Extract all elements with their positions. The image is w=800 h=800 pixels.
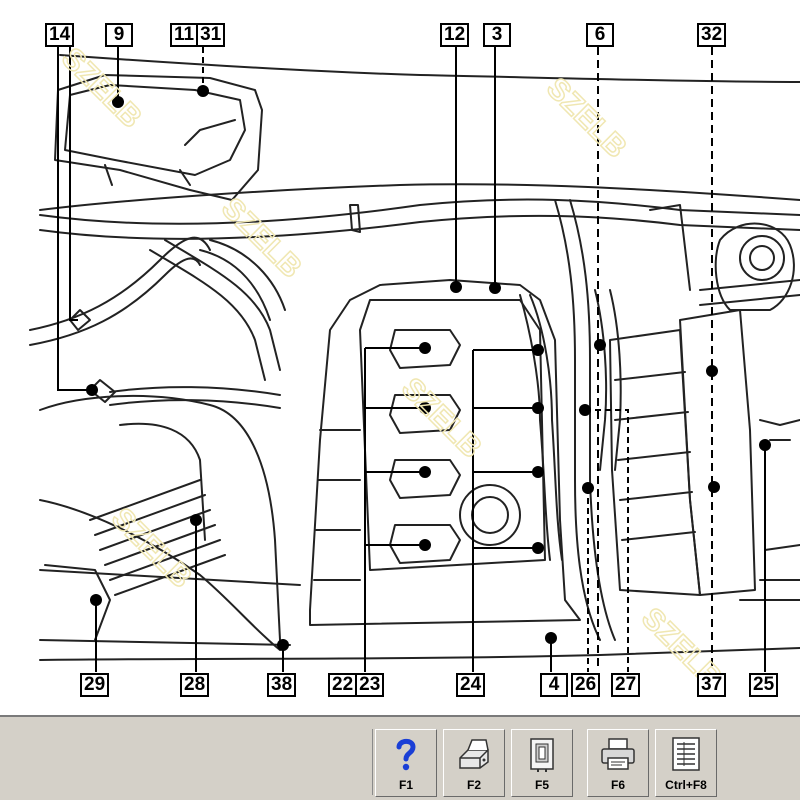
f6-label: F6 — [610, 778, 625, 792]
callout-26: 26 — [571, 673, 601, 697]
callout-number: 29 — [84, 674, 106, 695]
f6-print-button[interactable]: F6 — [587, 729, 649, 797]
callout-25: 25 — [749, 673, 779, 697]
watermark-text: SZELB — [105, 502, 198, 595]
component-icon — [530, 738, 554, 772]
callout-number: 3 — [491, 24, 503, 45]
help-icon — [396, 738, 416, 771]
callout-29: 29 — [80, 673, 110, 697]
list-icon — [672, 737, 700, 771]
toolbar-separator — [372, 729, 373, 795]
callout-number: 27 — [615, 674, 637, 695]
ctrl-f8-list-button[interactable]: Ctrl+F8 — [655, 729, 717, 797]
callout-38: 38 — [267, 673, 297, 697]
callout-number: 9 — [113, 24, 125, 45]
callout-37: 37 — [697, 673, 727, 697]
printer-icon — [601, 738, 635, 770]
callout-24: 24 — [456, 673, 486, 697]
callout-number: 26 — [575, 674, 597, 695]
callout-3: 3 — [483, 23, 511, 47]
callout-number: 32 — [701, 24, 723, 45]
callout-28: 28 — [180, 673, 210, 697]
engine-drawing — [29, 54, 800, 661]
function-key-toolbar: F1 F2 F5 F6 — [0, 715, 800, 800]
engine-bay-diagram: SZELB SZELB SZELB SZELB SZELB SZELB 14 9… — [29, 23, 800, 697]
callout-number: 24 — [460, 674, 482, 695]
callout-number: 38 — [271, 674, 293, 695]
leader-lines — [57, 47, 771, 672]
callout-12: 12 — [440, 23, 470, 47]
callout-32: 32 — [697, 23, 727, 47]
ctrl-f8-label: Ctrl+F8 — [665, 778, 707, 792]
watermark: SZELB SZELB SZELB SZELB SZELB SZELB — [54, 41, 728, 695]
watermark-text: SZELB — [55, 42, 148, 135]
callout-number: 37 — [701, 674, 723, 695]
callout-number: 22 — [332, 674, 354, 695]
watermark-text: SZELB — [395, 372, 488, 465]
callout-number: 23 — [355, 674, 382, 695]
f2-print-setup-button[interactable]: F2 — [443, 729, 505, 797]
f5-label: F5 — [534, 778, 549, 792]
print-setup-icon — [459, 739, 489, 769]
watermark-text: SZELB — [215, 192, 308, 285]
callout-14: 14 — [45, 23, 75, 47]
callout-6: 6 — [586, 23, 614, 47]
f5-component-button[interactable]: F5 — [511, 729, 573, 797]
callout-number: 11 — [174, 24, 195, 45]
callout-number: 6 — [594, 24, 606, 45]
callout-9: 9 — [105, 23, 133, 47]
callout-number: 12 — [444, 24, 466, 45]
callout-number: 25 — [753, 674, 775, 695]
f2-label: F2 — [466, 778, 481, 792]
callout-27: 27 — [611, 673, 641, 697]
callout-number: 28 — [184, 674, 206, 695]
f1-label: F1 — [398, 778, 413, 792]
watermark-text: SZELB — [540, 72, 633, 165]
f1-help-button[interactable]: F1 — [375, 729, 437, 797]
callout-number: 14 — [49, 24, 71, 45]
callout-number: 31 — [196, 24, 223, 45]
callout-number: 4 — [548, 674, 560, 695]
callout-4: 4 — [540, 673, 568, 697]
